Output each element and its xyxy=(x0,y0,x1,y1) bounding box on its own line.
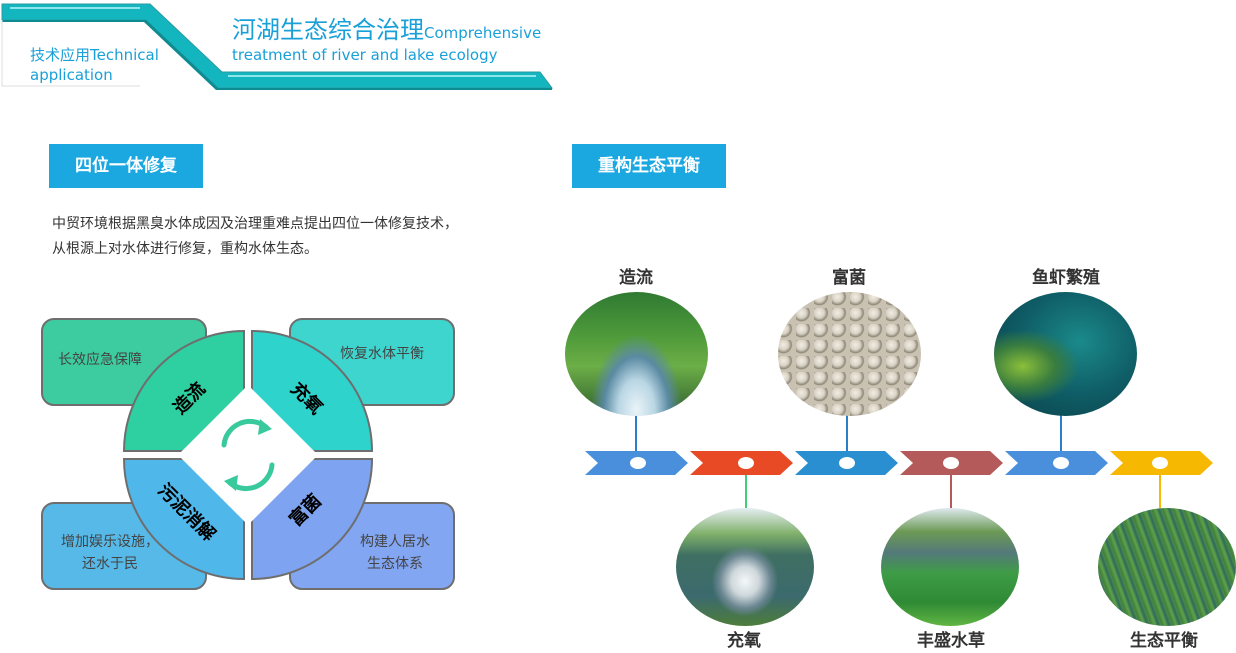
box-text-long-term-guarantee: 长效应急保障 xyxy=(58,352,142,368)
timeline-dot-6 xyxy=(1152,457,1168,469)
left-description: 中贸环境根据黑臭水体成因及治理重难点提出四位一体修复技术，从根源上对水体进行修复… xyxy=(52,216,458,257)
header-subtitle: treatment of river and lake ecology xyxy=(232,46,498,64)
photo-stream xyxy=(565,292,708,416)
timeline-dot-4 xyxy=(943,457,959,469)
photo-ecological-balance xyxy=(1098,508,1236,626)
timeline-label-aquatic-plants: 丰盛水草 xyxy=(917,631,985,651)
photo-aeration xyxy=(676,508,814,626)
timeline-dot-3 xyxy=(839,457,855,469)
timeline-label-oxygen: 充氧 xyxy=(727,631,761,651)
timeline-dot-1 xyxy=(630,457,646,469)
timeline-label-fish: 鱼虾繁殖 xyxy=(1032,268,1100,288)
header-title: 河湖生态综合治理Comprehensive xyxy=(232,16,542,44)
section-label-ecological-balance: 重构生态平衡 xyxy=(572,144,726,188)
timeline-label-bacteria: 富菌 xyxy=(832,268,866,288)
header-tag: 技术应用Technical application xyxy=(30,46,159,84)
four-in-one-circle: 造流 充氧 污泥消解 富菌 xyxy=(122,329,374,581)
photo-pellets xyxy=(778,292,921,416)
box-text-recreation: 增加娱乐设施，还水于民 xyxy=(61,534,159,572)
timeline-dot-2 xyxy=(738,457,754,469)
box-text-restore-balance: 恢复水体平衡 xyxy=(340,346,424,362)
timeline-label-flow: 造流 xyxy=(619,268,653,288)
box-text-habitat: 构建人居水生态体系 xyxy=(360,534,430,572)
timeline-dot-5 xyxy=(1053,457,1069,469)
section-label-four-in-one: 四位一体修复 xyxy=(49,144,203,188)
timeline-label-ecological-balance: 生态平衡 xyxy=(1130,631,1198,651)
header-frame xyxy=(1,3,553,90)
photo-aquatic-plants xyxy=(881,508,1019,626)
photo-fish xyxy=(994,292,1137,416)
